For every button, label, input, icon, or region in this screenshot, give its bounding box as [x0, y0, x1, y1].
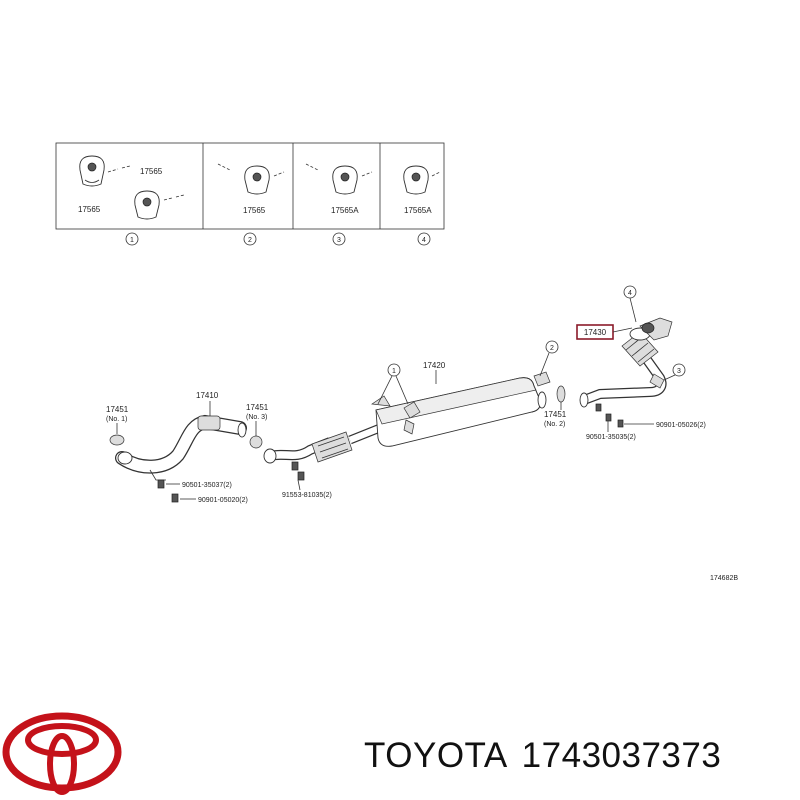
bolt-icon [157, 479, 165, 489]
gasket [249, 435, 263, 449]
pipe-flange [263, 448, 277, 464]
option-marker-label: 3 [337, 237, 341, 244]
bolt-label: 90901-05020(2) [198, 497, 248, 504]
callout-marker [672, 363, 686, 377]
muffler-hanger [403, 419, 415, 435]
brand-name: TOYOTA [364, 736, 508, 775]
bolt-label: 91553-81035(2) [282, 492, 332, 499]
option-marker-label: 1 [130, 237, 134, 244]
gasket [109, 434, 125, 446]
leader-line [629, 297, 637, 323]
part-number: 1743037373 [521, 736, 722, 775]
bolt-icon [595, 403, 624, 428]
pipe-flange [579, 392, 589, 408]
leader-line [305, 163, 319, 171]
muffler-hanger [371, 395, 391, 407]
pipe-flange [237, 422, 247, 438]
rubber-hanger-icon [134, 190, 160, 220]
leader-line [297, 479, 301, 491]
tail-hanger [649, 373, 665, 389]
option-marker-label: 4 [422, 237, 426, 244]
hanger-option-3: 17565A 3 [305, 163, 373, 246]
hanger-label: 17565 [78, 205, 101, 214]
muffler-outlet [537, 391, 547, 409]
callout-marker-label: 1 [392, 368, 396, 375]
callout-marker-label: 4 [628, 290, 632, 297]
bolt-label: 90501-35035(2) [586, 434, 636, 441]
hanger-label: 17565A [331, 206, 359, 215]
hanger-option-4: 17565A 4 [403, 165, 441, 246]
rubber-hanger-icon [79, 155, 105, 187]
gasket [556, 385, 566, 403]
bolt-label: 90501-35037(2) [182, 482, 232, 489]
diagram-code: 174682B [710, 575, 738, 582]
rubber-hanger-icon [244, 165, 270, 195]
callout-marker-label: 3 [677, 368, 681, 375]
muffler-hanger [403, 401, 421, 419]
bolt-label: 90901-05026(2) [656, 422, 706, 429]
option-marker [125, 232, 139, 246]
bolt-icon [291, 461, 305, 481]
resonator [311, 431, 353, 463]
callout-marker [545, 340, 559, 354]
rubber-hanger-icon [403, 165, 429, 195]
option-marker [417, 232, 431, 246]
rubber-hanger-icon [332, 165, 358, 195]
part-label-17420: 17420 [423, 361, 446, 370]
part-label-17451-no1: 17451 [106, 405, 129, 414]
hanger-label: 17565 [243, 206, 266, 215]
part-label-17410: 17410 [196, 391, 219, 400]
leader-line [361, 171, 373, 177]
leader-line [431, 171, 441, 177]
part-sublabel: (No. 1) [106, 416, 127, 423]
leader-line [539, 352, 550, 377]
flex-joint [197, 415, 221, 431]
leader-line [217, 163, 231, 171]
hanger-label: 17565 [140, 167, 163, 176]
pipe-flange [117, 451, 133, 465]
brand-part-number: TOYOTA 1743037373 [364, 736, 735, 776]
leader-line [395, 375, 409, 405]
leader-line [612, 327, 633, 333]
leader-line [377, 375, 393, 405]
tail-pipe-assembly: 17430 4 3 90901-05026(2) 90501-35035(2) [576, 285, 706, 441]
part-label-17430: 17430 [584, 328, 607, 337]
leader-line [273, 171, 285, 177]
callout-marker [387, 363, 401, 377]
option-marker [243, 232, 257, 246]
hanger-label: 17565A [404, 206, 432, 215]
front-pipe-assembly: 17451 (No. 1) 17410 17451 (No. 3) 90501-… [106, 391, 269, 504]
option-marker-label: 2 [248, 237, 252, 244]
table-frame [55, 142, 445, 230]
part-sublabel: (No. 2) [544, 421, 565, 428]
option-marker [332, 232, 346, 246]
part-label-17451-no3: 17451 [246, 403, 269, 412]
hanger-option-2: 17565 2 [217, 163, 285, 246]
part-label-17451-no2: 17451 [544, 410, 567, 419]
hanger-option-1: 17565 17565 1 [78, 155, 185, 246]
callout-marker-label: 2 [550, 345, 554, 352]
hanger-options-table: 17565 17565 1 17565 2 [55, 142, 445, 246]
part-sublabel: (No. 3) [246, 414, 267, 421]
leader-line [663, 374, 676, 381]
muffler-hanger [533, 371, 551, 387]
leader-line [163, 194, 185, 201]
leader-line [107, 165, 131, 173]
bolt-icon [171, 493, 179, 503]
center-exhaust-assembly: 17420 1 2 91553-81035(2) 17451 (No. 2) [263, 340, 567, 499]
toyota-logo [2, 712, 122, 795]
